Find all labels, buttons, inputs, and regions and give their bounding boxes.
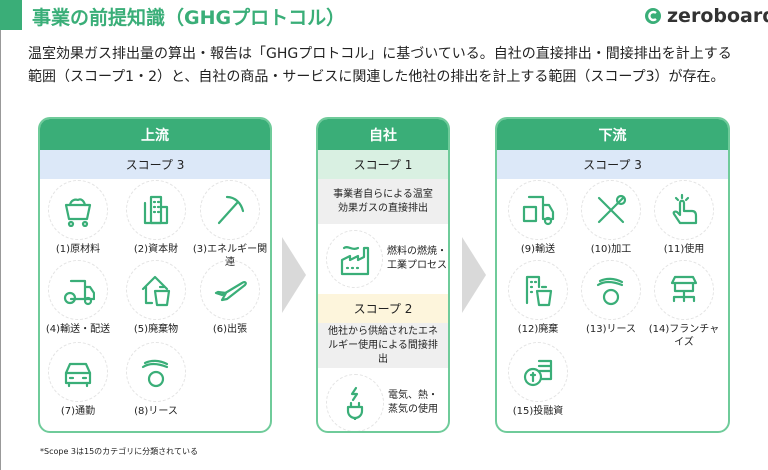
category-label: (10)加工 — [590, 244, 632, 255]
scope3-category-item: (9)輸送 — [498, 180, 578, 256]
truck-gear-icon — [63, 279, 95, 306]
category-label: (13)リース — [585, 324, 637, 335]
scope3-category-item: (2)資本財 — [116, 180, 196, 256]
intro-line: 範囲（スコープ1・2）と、自社の商品・サービスに関連した他社の排出を計上する範囲… — [28, 69, 725, 85]
coins-icon — [523, 359, 553, 387]
category-label: (14)フランチャイズ — [648, 324, 720, 348]
icon-circle — [48, 342, 108, 402]
arrow-right-icon — [462, 237, 486, 313]
scope3-category-item: (14)フランチャイズ — [644, 260, 724, 349]
scope1-desc: 事業者自らによる温室効果ガスの直接排出 — [318, 179, 448, 224]
zeroboard-logo: zeroboard — [644, 5, 768, 27]
hand-coin-icon — [141, 359, 169, 388]
intro-line: 温室効果ガス排出量の算出・報告は「GHGプロトコル」に基づいている。自社の直接排… — [28, 46, 732, 62]
page-title: 事業の前提知識（GHGプロトコル） — [32, 7, 346, 29]
own-company-panel: 自社 スコープ 1 事業者自らによる温室効果ガスの直接排出 燃料の燃焼・工業プロ… — [316, 117, 450, 433]
upstream-title: 上流 — [40, 119, 270, 150]
scope3-category-item: (6)出張 — [190, 260, 270, 336]
logo-text: zeroboard — [667, 5, 768, 27]
scope3-category-item: (10)加工 — [571, 180, 651, 256]
intro-text: 温室効果ガス排出量の算出・報告は「GHGプロトコル」に基づいている。自社の直接排… — [28, 43, 758, 89]
scope3-category-item: (15)投融資 — [498, 342, 578, 418]
category-label: (2)資本財 — [133, 244, 179, 255]
scope3-category-item: (5)廃棄物 — [116, 260, 196, 336]
upstream-scope-label: スコープ 3 — [40, 150, 270, 179]
scope3-category-item: (12)廃棄 — [498, 260, 578, 336]
scope3-category-item: (11)使用 — [644, 180, 724, 256]
factory-icon — [340, 246, 369, 276]
icon-circle — [126, 342, 186, 402]
category-label: (9)輸送 — [520, 244, 556, 255]
category-label: (4)輸送・配送 — [45, 324, 111, 335]
scope1-desc-text: 事業者自らによる温室効果ガスの直接排出 — [333, 188, 433, 214]
scope3-category-item: (3)エネルギー関連 — [190, 180, 270, 269]
scope2-desc: 他社から供給されたエネルギー使用による間接排出 — [318, 323, 448, 368]
scope2-label: スコープ 2 — [318, 294, 448, 323]
house-trash-icon — [141, 275, 171, 307]
hand-coin-icon — [596, 277, 624, 306]
category-label: (8)リース — [134, 406, 178, 417]
icon-circle — [200, 180, 260, 240]
icon-circle — [126, 180, 186, 240]
icon-circle — [48, 260, 108, 320]
downstream-title: 下流 — [497, 119, 728, 150]
scope2-item: 電気、熱・蒸気の使用 — [318, 368, 448, 431]
scope3-category-item: (13)リース — [571, 260, 651, 336]
building-icon — [143, 195, 169, 225]
scope3-category-item: (7)通勤 — [38, 342, 118, 418]
plug-icon — [346, 386, 364, 420]
icon-circle — [581, 260, 641, 320]
scope2-desc-text: 他社から供給されたエネルギー使用による間接排出 — [328, 325, 438, 365]
footnote: *Scope 3は15のカテゴリに分類されている — [40, 447, 198, 456]
scope2-item-label: 電気、熱・蒸気の使用 — [388, 390, 438, 415]
left-border-line — [0, 30, 1, 470]
icon-circle — [654, 260, 714, 320]
own-title: 自社 — [318, 119, 448, 150]
scope3-category-item: (4)輸送・配送 — [38, 260, 118, 336]
hand-pointer-icon — [672, 193, 698, 225]
airplane-icon — [214, 281, 247, 302]
title-accent-bar — [0, 0, 22, 30]
icon-circle — [654, 180, 714, 240]
icon-circle — [508, 180, 568, 240]
logo-mark-icon — [645, 8, 661, 24]
category-label: (1)原材料 — [55, 244, 101, 255]
truck-box-icon — [522, 195, 555, 226]
category-label: (11)使用 — [663, 244, 705, 255]
downstream-scope-label: スコープ 3 — [497, 150, 728, 179]
icon-circle — [508, 342, 568, 402]
pickaxe-icon — [217, 195, 245, 225]
building-trash-icon — [525, 275, 553, 307]
scope1-item-label: 燃料の燃焼・工業プロセス — [387, 246, 448, 271]
category-label: (12)廃棄 — [517, 324, 559, 335]
store-network-icon — [670, 275, 698, 303]
category-label: (15)投融資 — [512, 406, 564, 417]
scope3-category-item: (1)原材料 — [38, 180, 118, 256]
icon-circle — [200, 260, 260, 320]
tools-icon — [597, 194, 627, 224]
scope3-category-item: (8)リース — [116, 342, 196, 418]
category-label: (7)通勤 — [60, 406, 96, 417]
icon-circle — [581, 180, 641, 240]
icon-circle — [508, 260, 568, 320]
icon-circle — [48, 180, 108, 240]
cart-icon — [64, 198, 92, 227]
category-label: (5)廃棄物 — [133, 324, 179, 335]
scope1-item: 燃料の燃焼・工業プロセス — [318, 224, 448, 294]
icon-circle — [126, 260, 186, 320]
scope1-label: スコープ 1 — [318, 150, 448, 179]
car-icon — [64, 362, 92, 388]
arrow-right-icon — [282, 237, 306, 313]
category-label: (6)出張 — [212, 324, 248, 335]
